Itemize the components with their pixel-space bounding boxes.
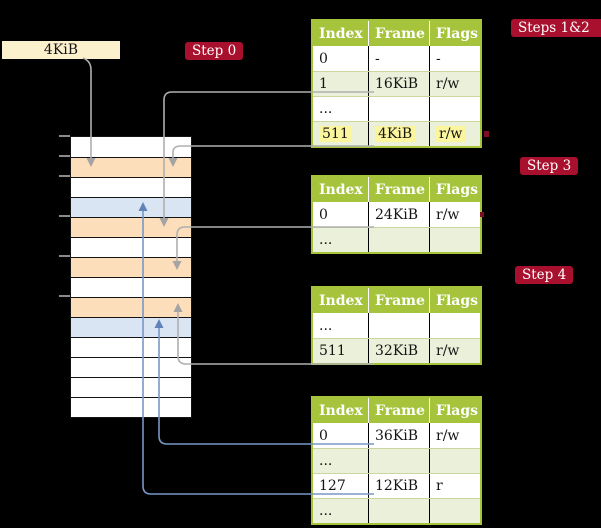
table-cell: 12KiB: [368, 474, 429, 498]
badge-step-3: Step 3: [520, 157, 579, 175]
table-cell: [429, 313, 480, 338]
table-header-cell: Frame: [368, 288, 429, 313]
table-header-cell: Index: [319, 292, 363, 309]
table-cell: 0: [319, 206, 328, 223]
table-cell: ...: [319, 101, 333, 117]
table-cell: ...: [319, 503, 333, 519]
table-cell: 0: [319, 50, 328, 67]
memory-tick: [59, 155, 70, 157]
table-cell: r/w: [429, 72, 480, 96]
memory-row-orange: [71, 257, 191, 277]
table-cell: 127: [319, 478, 346, 494]
badge-step-4: Step 4: [515, 266, 574, 284]
table-cell: [429, 97, 480, 121]
memory-row-orange: [71, 217, 191, 237]
table-cell: 36KiB: [368, 423, 429, 448]
memory-row-white: [71, 137, 191, 157]
table-cell: -: [368, 46, 429, 71]
memory-row-white: [71, 377, 191, 397]
badge-steps-1-2: Steps 1&2: [511, 19, 601, 37]
table-cell: 32KiB: [368, 339, 429, 363]
table-cell: [368, 97, 429, 121]
table-cell: 4KiB: [368, 122, 429, 146]
table-header-cell: Flags: [429, 398, 480, 423]
table-header-cell: Flags: [429, 21, 480, 46]
table-cell: [429, 449, 480, 473]
table-cell: [429, 228, 480, 252]
memory-row-orange: [71, 297, 191, 317]
table-row: ...: [313, 313, 480, 338]
table-header-cell: Flags: [429, 288, 480, 313]
table-row: 511 4KiB r/w: [313, 121, 480, 146]
table-cell: r/w: [429, 202, 480, 227]
table-cell: ...: [319, 453, 333, 469]
memory-row-blue: [71, 197, 191, 217]
table-cell: r: [429, 474, 480, 498]
table-cell: r/w: [429, 423, 480, 448]
table-row: ...: [313, 96, 480, 121]
memory-row-white: [71, 277, 191, 297]
memory-row-blue: [71, 317, 191, 337]
memory-row-white: [71, 237, 191, 257]
memory-row-white: [71, 177, 191, 197]
table-header-cell: Index: [319, 25, 363, 42]
table-row: ...: [313, 448, 480, 473]
frame-size-label: 4KiB: [43, 42, 79, 58]
table-cell: ...: [319, 232, 333, 248]
table-header-cell: Frame: [368, 398, 429, 423]
memory-row-white: [71, 337, 191, 357]
table-cell: r/w: [429, 339, 480, 363]
highlighted-value: r/w: [436, 126, 466, 142]
table-row: ...: [313, 498, 480, 523]
table-row: ...: [313, 227, 480, 252]
memory-tick: [59, 255, 70, 257]
table-header-cell: Frame: [368, 177, 429, 202]
memory-row-orange: [71, 157, 191, 177]
memory-tick: [59, 215, 70, 217]
highlighted-value: 4KiB: [375, 126, 416, 142]
table-cell: 0: [319, 427, 328, 444]
memory-row-white: [71, 397, 191, 417]
table-cell: ...: [319, 317, 333, 334]
table-header-cell: Index: [319, 181, 363, 198]
table-cell: 511: [319, 343, 346, 359]
table-cell: [429, 499, 480, 523]
memory-row-white: [71, 357, 191, 377]
table-cell: r/w: [429, 122, 480, 146]
red-row-marker-icon: [484, 131, 489, 137]
physical-memory-stack: [70, 136, 192, 418]
table-cell: 16KiB: [368, 72, 429, 96]
memory-tick: [59, 175, 70, 177]
table-cell: 1: [319, 76, 328, 92]
table-cell: [368, 313, 429, 338]
table-cell: 511: [313, 122, 368, 146]
frame-size-box: 4KiB: [2, 41, 120, 59]
table-header-cell: Index: [319, 402, 363, 419]
memory-tick: [59, 295, 70, 297]
table-cell: [368, 499, 429, 523]
table-cell: [368, 228, 429, 252]
highlighted-value: 511: [319, 126, 352, 142]
table-header-cell: Flags: [429, 177, 480, 202]
table-cell: -: [429, 46, 480, 71]
table-header-cell: Frame: [368, 21, 429, 46]
badge-step-0: Step 0: [185, 42, 244, 60]
table-row: 0 --: [313, 46, 480, 71]
memory-tick: [59, 135, 70, 137]
table-cell: 24KiB: [368, 202, 429, 227]
table-cell: [368, 449, 429, 473]
